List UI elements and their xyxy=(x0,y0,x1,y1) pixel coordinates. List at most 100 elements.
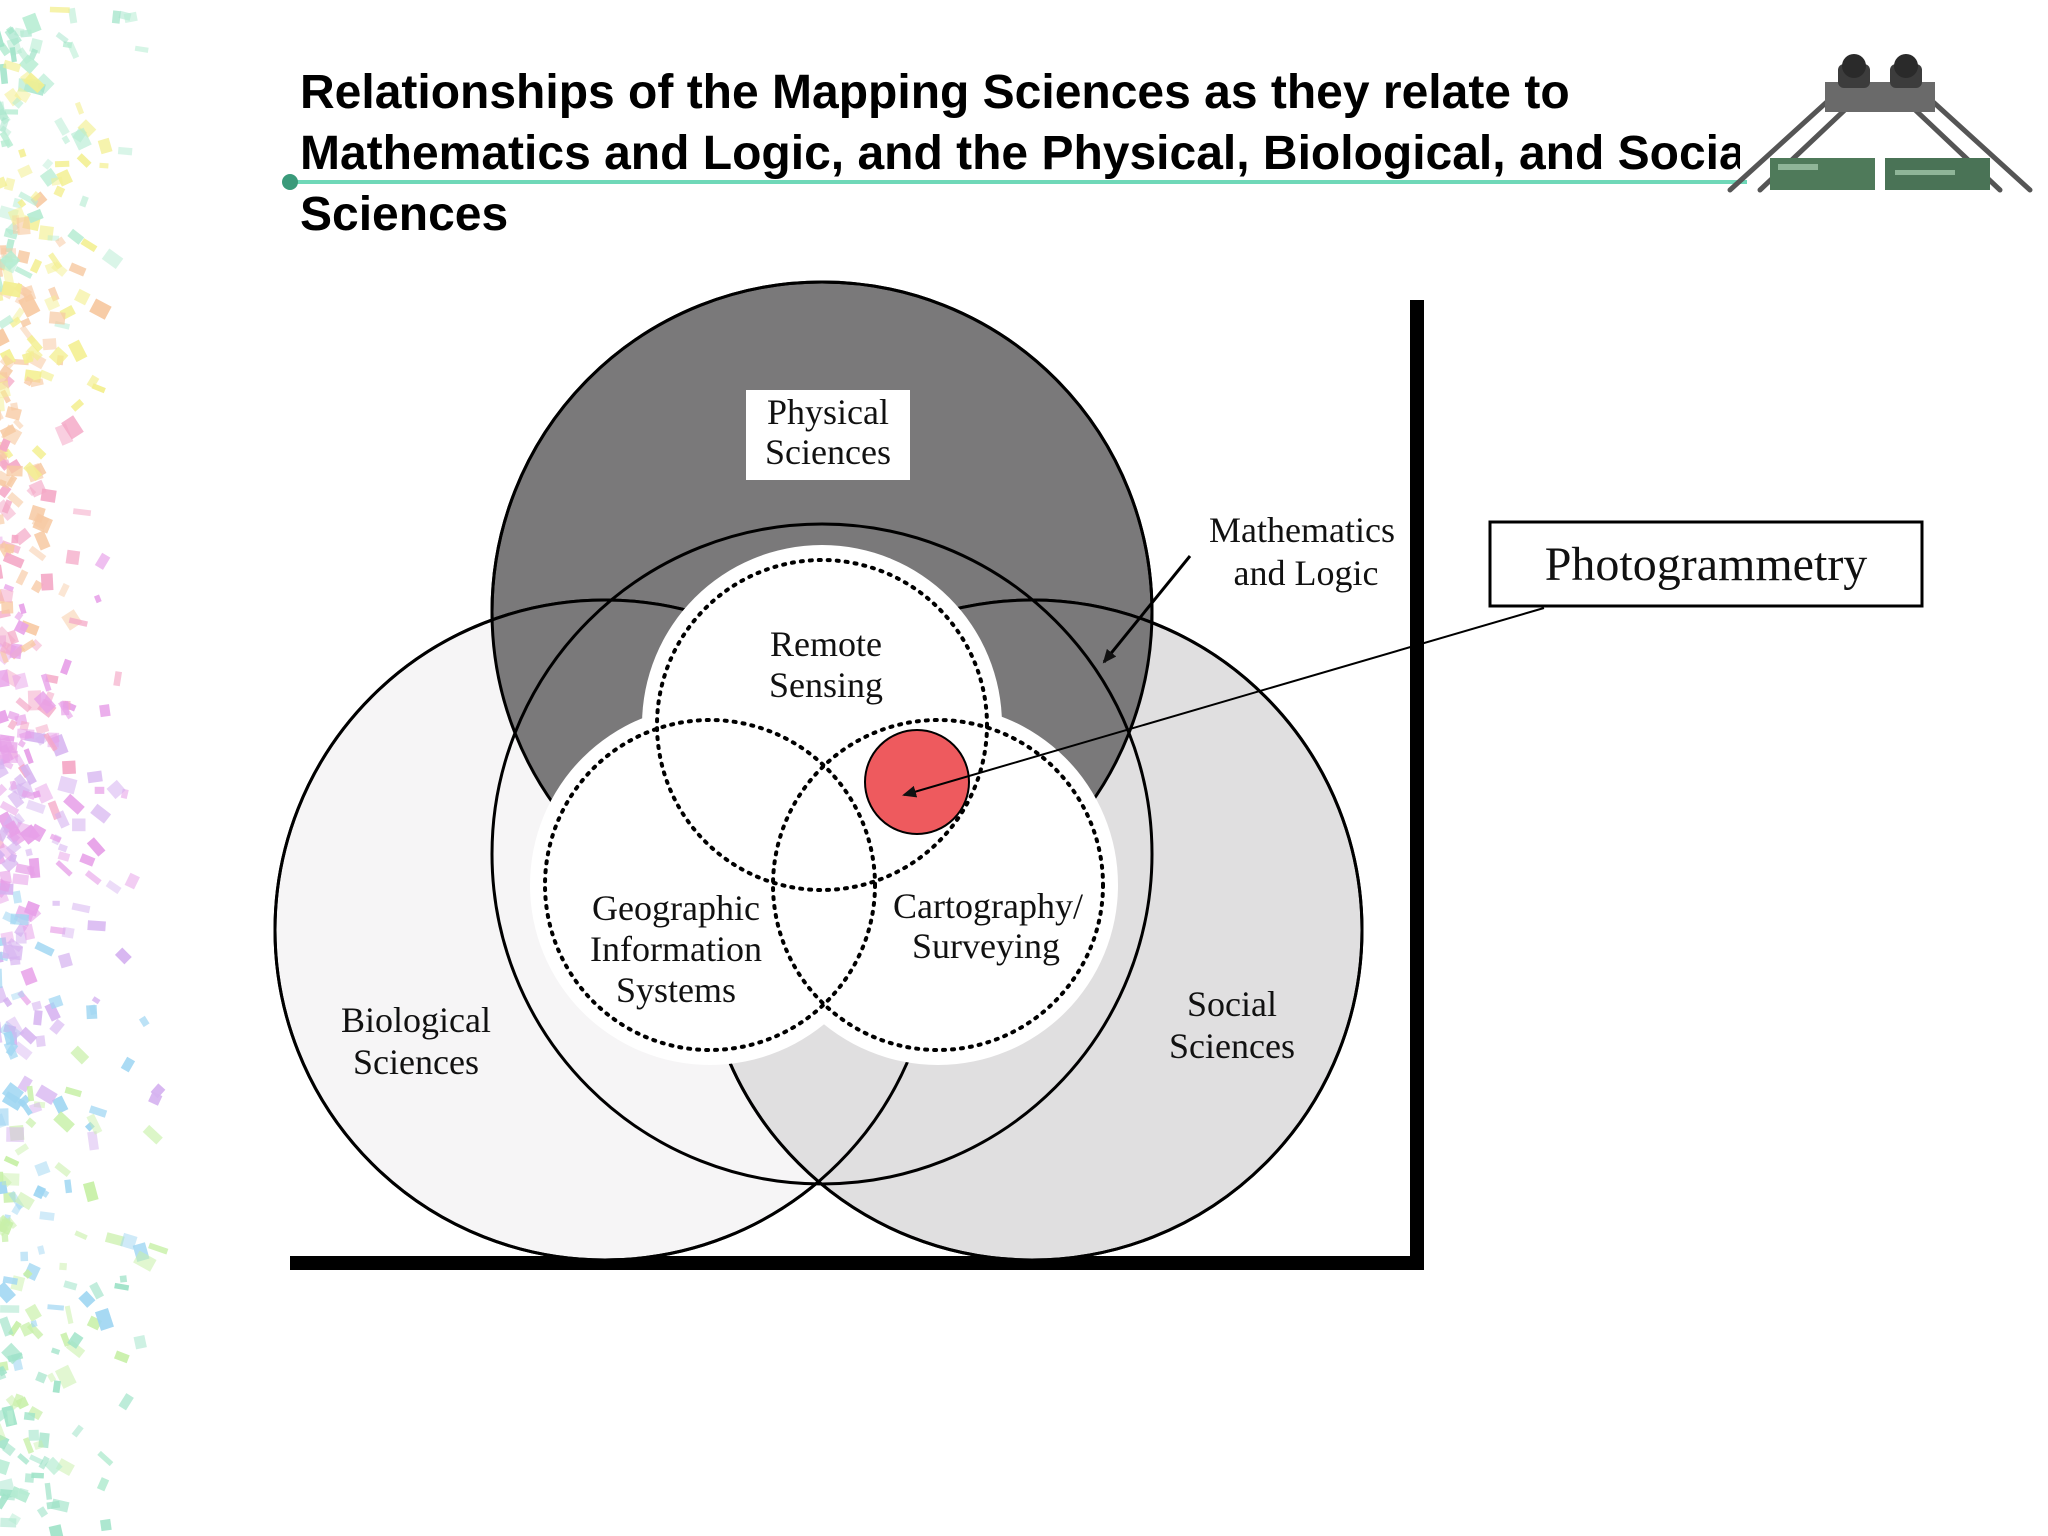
confetti-piece xyxy=(21,352,34,364)
confetti-piece xyxy=(35,723,50,735)
remote-sensing-label-line1: Remote xyxy=(770,624,882,664)
confetti-piece xyxy=(40,488,57,503)
confetti-piece xyxy=(28,1102,43,1114)
confetti-piece xyxy=(25,799,46,814)
confetti-piece xyxy=(47,235,60,241)
confetti-piece xyxy=(9,1486,31,1503)
confetti-piece xyxy=(148,1091,163,1106)
confetti-piece xyxy=(3,1030,15,1046)
confetti-piece xyxy=(58,583,70,598)
confetti-piece xyxy=(19,730,33,741)
confetti-piece xyxy=(142,1124,163,1145)
confetti-piece xyxy=(2,997,13,1008)
confetti-piece xyxy=(0,100,9,122)
confetti-piece xyxy=(35,1084,58,1105)
confetti-piece xyxy=(27,1406,43,1421)
confetti-piece xyxy=(47,1304,65,1311)
confetti-piece xyxy=(54,1162,71,1178)
confetti-piece xyxy=(18,148,27,158)
confetti-piece xyxy=(70,1045,90,1065)
confetti-piece xyxy=(14,611,24,621)
confetti-piece xyxy=(7,491,24,508)
confetti-piece xyxy=(55,1458,75,1477)
mathematics-logic-label-line2: and Logic xyxy=(1234,553,1379,593)
confetti-piece xyxy=(33,1185,47,1200)
confetti-piece xyxy=(20,317,32,328)
confetti-piece xyxy=(0,130,14,149)
confetti-piece xyxy=(94,786,105,794)
confetti-piece xyxy=(0,499,17,522)
cartography-circle xyxy=(771,718,1105,1052)
confetti-piece xyxy=(38,369,55,382)
confetti-piece xyxy=(0,30,5,50)
biological-sciences-label-line1: Biological xyxy=(341,1000,491,1040)
physical-sciences-label-line1: Physical xyxy=(767,392,889,432)
confetti-piece xyxy=(21,285,37,303)
confetti-piece xyxy=(42,158,54,170)
confetti-piece xyxy=(1,601,14,614)
confetti-piece xyxy=(14,1143,29,1156)
confetti-piece xyxy=(111,10,121,24)
confetti-piece xyxy=(86,1113,103,1135)
confetti-piece xyxy=(65,549,81,566)
confetti-piece xyxy=(0,63,9,85)
confetti-piece xyxy=(15,932,27,944)
frame-right-edge xyxy=(1410,300,1424,1270)
title-line-2: Mathematics and Logic, and the Physical,… xyxy=(300,127,1740,180)
confetti-piece xyxy=(79,195,89,208)
confetti-piece xyxy=(74,101,85,115)
confetti-piece xyxy=(57,851,71,862)
confetti-piece xyxy=(1,1442,16,1457)
confetti-piece xyxy=(22,1269,33,1279)
confetti-piece xyxy=(0,354,16,370)
confetti-piece xyxy=(76,153,92,168)
confetti-piece xyxy=(61,415,84,440)
confetti-piece xyxy=(0,1305,20,1313)
confetti-piece xyxy=(72,818,86,832)
social-sciences-label-line2: Sciences xyxy=(1169,1026,1295,1066)
confetti-piece xyxy=(2,750,18,763)
confetti-piece xyxy=(12,97,24,109)
confetti-piece xyxy=(74,288,91,306)
confetti-piece xyxy=(5,1042,19,1057)
confetti-piece xyxy=(12,873,29,886)
confetti-piece xyxy=(72,508,92,517)
confetti-piece xyxy=(2,1276,18,1285)
confetti-piece xyxy=(24,1473,35,1483)
social-sciences-label-line1: Social xyxy=(1187,984,1277,1024)
confetti-piece xyxy=(5,1216,18,1229)
title-line-1: Relationships of the Mapping Sciences as… xyxy=(300,66,1570,119)
confetti-piece xyxy=(71,1424,84,1438)
confetti-piece xyxy=(7,1410,14,1425)
confetti-piece xyxy=(49,1018,65,1035)
confetti-piece xyxy=(33,1010,43,1026)
confetti-piece xyxy=(22,923,36,941)
confetti-piece xyxy=(30,1320,38,1328)
confetti-piece xyxy=(25,848,33,857)
confetti-piece xyxy=(16,216,31,236)
confetti-piece xyxy=(37,1245,46,1255)
confetti-piece xyxy=(0,1180,8,1195)
confetti-piece xyxy=(0,760,9,781)
confetti-piece xyxy=(119,1275,128,1283)
confetti-piece xyxy=(5,406,22,421)
confetti-piece xyxy=(0,1365,8,1377)
confetti-piece xyxy=(68,617,88,627)
confetti-piece xyxy=(19,720,30,732)
confetti-piece xyxy=(113,671,123,687)
confetti-piece xyxy=(10,990,25,1001)
confetti-piece xyxy=(20,1251,29,1262)
confetti-piece xyxy=(0,1281,16,1304)
confetti-piece xyxy=(101,248,124,270)
confetti-piece xyxy=(15,697,32,713)
confetti-piece xyxy=(13,418,24,430)
confetti-piece xyxy=(14,1191,35,1211)
confetti-piece xyxy=(53,185,66,198)
confetti-piece xyxy=(7,719,18,731)
confetti-piece xyxy=(19,1026,38,1045)
confetti-piece xyxy=(0,470,14,489)
confetti-piece xyxy=(48,1524,65,1536)
title-line-3: Sciences xyxy=(300,188,509,241)
confetti-piece xyxy=(2,940,18,962)
confetti-piece xyxy=(33,462,47,478)
